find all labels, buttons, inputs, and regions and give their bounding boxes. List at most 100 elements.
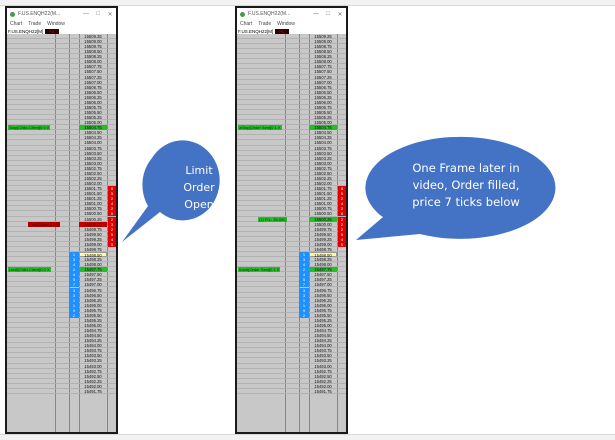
ask-size-cell[interactable]: 8 (338, 186, 346, 192)
ladder-row[interactable] (7, 389, 116, 394)
menu-chart[interactable]: Chart (240, 21, 253, 27)
bid-size-cell[interactable]: 3 (299, 287, 309, 293)
price-cell[interactable]: 15496.50 (84, 292, 102, 298)
price-cell[interactable]: 15507.25 (84, 74, 102, 80)
ladder-row[interactable] (7, 333, 116, 339)
ladder-row[interactable] (237, 282, 346, 288)
bid-size-cell[interactable]: 2 (69, 312, 79, 318)
price-cell[interactable]: 15496.25 (314, 297, 332, 303)
menu-window[interactable]: Window (277, 21, 295, 27)
price-cell[interactable]: 15500.00 (314, 221, 332, 227)
ladder-row[interactable] (7, 196, 116, 202)
ladder-row[interactable] (237, 323, 346, 329)
price-cell[interactable]: 15494.25 (84, 338, 102, 344)
bid-size-cell[interactable]: 7 (69, 282, 79, 288)
ladder-row[interactable] (7, 237, 116, 242)
ladder-row[interactable] (7, 369, 116, 374)
ladder-row[interactable] (7, 80, 116, 85)
ladder-row[interactable] (7, 303, 116, 308)
bid-size-cell[interactable]: 2 (299, 267, 309, 273)
price-cell[interactable]: 15504.75 (309, 125, 337, 131)
price-cell[interactable]: 15495.00 (84, 322, 102, 328)
ladder-row[interactable] (237, 49, 346, 55)
price-cell[interactable]: 15496.50 (314, 292, 332, 298)
ask-size-cell[interactable]: 5 (338, 241, 346, 247)
ladder-row[interactable] (237, 237, 346, 242)
ladder-row[interactable] (7, 348, 116, 354)
ask-size-cell[interactable]: 6 (338, 211, 346, 217)
price-cell[interactable]: 15493.75 (84, 348, 102, 354)
ladder-row[interactable] (237, 186, 346, 192)
price-cell[interactable]: 15499.00 (314, 241, 332, 247)
ladder-row[interactable] (237, 217, 346, 222)
ladder-row[interactable] (7, 379, 116, 384)
title-bar[interactable]: F.US.ENQH22(M... — □ ✕ (7, 8, 116, 20)
price-cell[interactable]: 15506.25 (314, 94, 332, 100)
order-tag[interactable]: Stop[Child-Client]0 0 X (8, 125, 51, 131)
price-cell[interactable]: 15505.25 (314, 115, 332, 121)
ladder-row[interactable] (237, 353, 346, 359)
ladder-row[interactable] (7, 364, 116, 369)
price-cell[interactable]: 15499.75 (314, 226, 332, 232)
ladder-row[interactable] (7, 328, 116, 334)
ladder-row[interactable] (7, 115, 116, 121)
menu-trade[interactable]: Trade (28, 21, 42, 27)
price-cell[interactable]: 15492.25 (84, 378, 102, 384)
ask-size-cell[interactable]: 2 (338, 196, 346, 202)
ladder-row[interactable] (7, 166, 116, 171)
ladder-row[interactable] (237, 308, 346, 313)
price-cell[interactable]: 15505.50 (314, 110, 332, 116)
price-cell[interactable]: 15502.00 (84, 181, 102, 187)
ladder-row[interactable] (7, 125, 116, 131)
price-cell[interactable]: 15499.25 (84, 236, 102, 242)
price-cell[interactable]: 15503.25 (314, 155, 332, 161)
ladder-row[interactable] (237, 120, 346, 126)
ladder-row[interactable] (7, 252, 116, 258)
price-cell[interactable]: 15500.75 (314, 206, 332, 212)
ladder-row[interactable] (237, 59, 346, 65)
ladder-row[interactable] (237, 369, 346, 374)
price-cell[interactable]: 15501.00 (84, 201, 102, 207)
ladder-row[interactable] (237, 75, 346, 80)
price-cell[interactable]: 15506.50 (314, 89, 332, 95)
maximize-button[interactable]: □ (326, 11, 330, 17)
ladder-row[interactable] (7, 75, 116, 80)
ladder-row[interactable] (237, 333, 346, 339)
price-cell[interactable]: 15503.25 (84, 155, 102, 161)
ladder-row[interactable] (237, 338, 346, 344)
price-cell[interactable]: 15500.50 (314, 211, 332, 217)
price-cell[interactable]: 15509.00 (84, 39, 102, 45)
ask-size-cell[interactable]: 2 (108, 196, 116, 202)
ladder-row[interactable] (237, 384, 346, 389)
price-cell[interactable]: 15503.50 (314, 150, 332, 156)
ladder-row[interactable] (237, 100, 346, 105)
price-cell[interactable]: 15498.75 (84, 246, 102, 252)
price-cell[interactable]: 15496.00 (84, 302, 102, 308)
price-cell[interactable]: 15494.75 (314, 328, 332, 334)
ladder-row[interactable] (7, 161, 116, 166)
bid-size-cell[interactable]: 2 (69, 267, 79, 273)
order-tag[interactable]: lLimit[Order Sent]0 1 X (238, 267, 281, 273)
ladder-row[interactable] (7, 140, 116, 146)
ladder-row[interactable] (237, 343, 346, 349)
price-cell[interactable]: 15501.75 (314, 186, 332, 192)
ladder-row[interactable] (237, 44, 346, 50)
ladder-row[interactable] (237, 110, 346, 116)
ask-size-cell[interactable]: 5 (338, 231, 346, 237)
ladder-row[interactable] (7, 176, 116, 182)
ladder-row[interactable] (7, 90, 116, 95)
ladder-row[interactable] (7, 343, 116, 349)
ladder-row[interactable] (237, 211, 346, 217)
ask-size-cell[interactable]: 2 (338, 216, 346, 222)
ask-size-cell[interactable]: 5 (108, 241, 116, 247)
ladder-row[interactable] (7, 262, 116, 268)
ask-size-cell[interactable]: 4 (338, 236, 346, 242)
ladder-row[interactable] (237, 272, 346, 278)
ladder-row[interactable] (7, 308, 116, 313)
ladder-row[interactable] (237, 242, 346, 247)
ladder-row[interactable] (237, 125, 346, 131)
order-tag[interactable]: aStop[Order Sent]0 1 X (238, 125, 282, 131)
price-cell[interactable]: 15503.00 (84, 160, 102, 166)
ladder-row[interactable] (7, 257, 116, 263)
